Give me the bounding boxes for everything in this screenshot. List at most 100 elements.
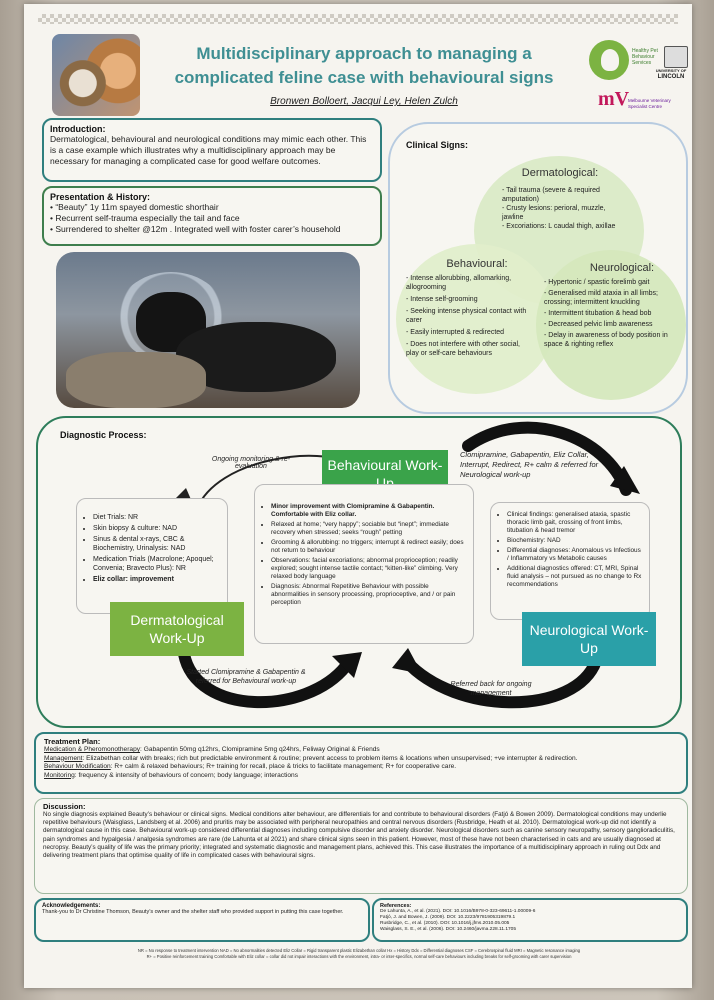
treatment-label: Behaviour Modification — [44, 763, 111, 770]
treatment-text: : R+ calm & relaxed behaviours; R+ train… — [110, 763, 457, 770]
neuro-workup-item: Biochemistry: NAD — [507, 537, 643, 545]
derm-workup-box: Diet Trials: NR Skin biopsy & culture: N… — [76, 498, 228, 614]
derm-workup-item: Medication Trials (Macrolone; Apoquel; C… — [93, 555, 221, 573]
derm-list: - Tail trauma (severe & required amputat… — [502, 186, 628, 231]
arrow-head-top-right — [610, 466, 640, 494]
presentation-box: Presentation & History: • “Beauty” 1y 11… — [42, 186, 382, 246]
treatment-heading: Treatment Plan: — [44, 737, 101, 746]
behav-workup-item: Minor improvement with Clomipramine & Ga… — [271, 503, 467, 519]
neuro-workup-item: Additional diagnostics offered: CT, MRI,… — [507, 565, 643, 589]
derm-workup-item: Sinus & dental x-rays, CBC & Biochemistr… — [93, 535, 221, 553]
treatment-text: : Elizabethan collar with breaks; rich b… — [82, 754, 578, 762]
ref-item: Rusbridge, C., et al. (2010). DOI: 10.10… — [380, 921, 510, 926]
title-line-1: Multidisciplinary approach to managing a — [196, 44, 532, 63]
cat-bed-shape — [66, 352, 206, 408]
footnote-line: R+ = Positive reinforcement training Com… — [146, 954, 572, 959]
treatment-text: : Gabapentin 50mg q12hrs, Clomipramine 5… — [140, 746, 380, 753]
discussion-text: No single diagnosis explained Beauty’s b… — [43, 811, 675, 860]
university-crest-icon — [664, 46, 688, 68]
arrow-clomipramine — [462, 421, 632, 496]
arrow-referred-back — [400, 655, 602, 709]
arrow-label-ongoing: Ongoing monitoring & re-evaluation — [211, 456, 291, 470]
neurological-circle — [536, 250, 686, 400]
neuro-item: - Intermittent titubation & head bob — [544, 310, 652, 317]
refs-heading: References: — [380, 903, 412, 909]
neuro-workup-list: Clinical findings: generalised ataxia, s… — [497, 511, 643, 589]
logo3-line2: Specialist Centre — [628, 104, 663, 109]
neuro-workup-label: Neurological Work-Up — [522, 612, 656, 666]
clinical-signs-heading: Clinical Signs: — [406, 140, 469, 150]
treatment-label: Monitoring — [44, 771, 75, 779]
treatment-line: Medication & Pheromonotherapy: Gabapenti… — [44, 746, 678, 755]
behavioural-circle — [396, 244, 556, 394]
presentation-item-text: Surrendered to shelter @12m . Integrated… — [55, 224, 341, 234]
diagnostic-heading: Diagnostic Process: — [60, 430, 147, 440]
title-line-2: complicated feline case with behavioural… — [174, 68, 554, 87]
poster: Multidisciplinary approach to managing a… — [24, 4, 692, 988]
derm-workup-item: Diet Trials: NR — [93, 513, 221, 522]
treatment-line: Behaviour Modification: R+ calm & relaxe… — [44, 763, 678, 772]
logo2-line1: UNIVERSITY OF — [655, 68, 687, 73]
neuro-item: - Hypertonic / spastic forelimb gait — [544, 279, 650, 286]
behav-item: - Does not interfere with other social, … — [406, 341, 520, 357]
neuro-workup-box: Clinical findings: generalised ataxia, s… — [490, 502, 650, 620]
mv-logo-text: Melbourne Veterinary Specialist Centre — [628, 98, 688, 110]
behav-workup-item: Observations: facial excoriations; abnor… — [271, 557, 467, 581]
checker-border — [38, 14, 678, 24]
behav-workup-item: Relaxed at home; “very happy”; sociable … — [271, 521, 467, 537]
arrow-label-referred-back: Referred back for ongoing management — [450, 681, 532, 697]
mv-logo-mark: mV — [598, 88, 630, 110]
derm-workup-label: Dermatological Work-Up — [110, 602, 244, 656]
references-box: References: De Lahunta, A., et al. (2021… — [372, 898, 688, 942]
logo1-line2: Behaviour — [632, 54, 655, 60]
healthy-pet-logo-text: Healthy Pet Behaviour Services — [632, 48, 670, 66]
treatment-box: Treatment Plan: Medication & Pheromonoth… — [34, 732, 688, 794]
poster-title: Multidisciplinary approach to managing a… — [144, 42, 584, 90]
treatment-label: Medication & Pheromonotherapy — [44, 746, 141, 753]
cat-photo — [56, 252, 360, 408]
neuro-workup-item: Clinical findings: generalised ataxia, s… — [507, 511, 643, 535]
ref-item: Waisglass, S. E., et al. (2006). DOI: 10… — [380, 927, 516, 932]
university-logo-text: UNIVERSITY OF LINCOLN — [652, 68, 690, 80]
introduction-heading: Introduction: — [50, 124, 106, 134]
ref-item: De Lahunta, A., et al. (2021). DOI: 10.1… — [380, 909, 536, 914]
arrow-head-bottom-right — [392, 648, 422, 674]
neuro-title: Neurological: — [589, 262, 655, 274]
arrow-label-started: Started Clomipramine & Gabapentin & refe… — [186, 669, 306, 685]
logo1-line3: Services — [632, 60, 652, 66]
presentation-item-text: Recurrent self-trauma especially the tai… — [55, 213, 240, 223]
behav-workup-item: Grooming & allorubbing: no triggers; int… — [271, 539, 467, 555]
behav-item: - Seeking intense physical contact with … — [406, 308, 527, 324]
discussion-heading: Discussion: — [43, 802, 86, 811]
healthy-pet-logo-icon — [589, 40, 629, 80]
behav-item: - Intense allorubbing, allomarking, allo… — [406, 275, 512, 291]
acknowledgements-box: Acknowledgements: Thank-you to Dr Christ… — [34, 898, 370, 942]
introduction-text: Dermatological, behavioural and neurolog… — [50, 134, 367, 166]
behav-title: Behavioural: — [446, 258, 508, 270]
arrow-head-bottom-left — [332, 652, 362, 678]
ref-item: Fatjó, J. and Bowen, J. (2009). DOI: 10.… — [380, 915, 516, 920]
authors: Bronwen Bolloert, Jacqui Ley, Helen Zulc… — [270, 96, 458, 107]
behav-item: - Intense self-grooming — [406, 296, 478, 303]
ack-text: Thank-you to Dr Christine Thomson, Beaut… — [42, 909, 344, 915]
ack-heading: Acknowledgements: — [42, 903, 101, 909]
neuro-item: - Delay in awareness of body position in… — [544, 332, 668, 348]
arrow-label-clomipramine: Clomipramine, Gabapentin, Eliz Collar, I… — [460, 450, 599, 479]
derm-item: - Excoriations: L caudal thigh, axillae — [502, 223, 616, 230]
presentation-item-text: “Beauty” 1y 11m spayed domestic shorthai… — [55, 202, 219, 212]
neuro-item: - Decreased pelvic limb awareness — [544, 321, 653, 328]
derm-title: Dermatological: — [521, 167, 599, 179]
treatment-text: : frequency & intensity of behaviours of… — [74, 771, 299, 779]
introduction-box: Introduction: Dermatological, behavioura… — [42, 118, 382, 182]
presentation-item: • “Beauty” 1y 11m spayed domestic shorth… — [50, 202, 219, 212]
arrow-started-clomipramine — [178, 648, 352, 708]
treatment-line: Monitoring: frequency & intensity of beh… — [44, 772, 678, 781]
behav-workup-item: Diagnosis: Abnormal Repetitive Behaviour… — [271, 583, 467, 607]
derm-item: - Crusty lesions: perioral, muzzle, jawl… — [502, 205, 606, 221]
cat-and-person-photo — [52, 34, 140, 116]
derm-item: - Tail trauma (severe & required amputat… — [502, 187, 600, 203]
discussion-box: Discussion: No single diagnosis explaine… — [34, 798, 688, 894]
footnote-line: NR = No response to treatment interventi… — [137, 948, 581, 953]
treatment-line: Management: Elizabethan collar with brea… — [44, 755, 678, 764]
behav-workup-box: Minor improvement with Clomipramine & Ga… — [254, 484, 474, 644]
